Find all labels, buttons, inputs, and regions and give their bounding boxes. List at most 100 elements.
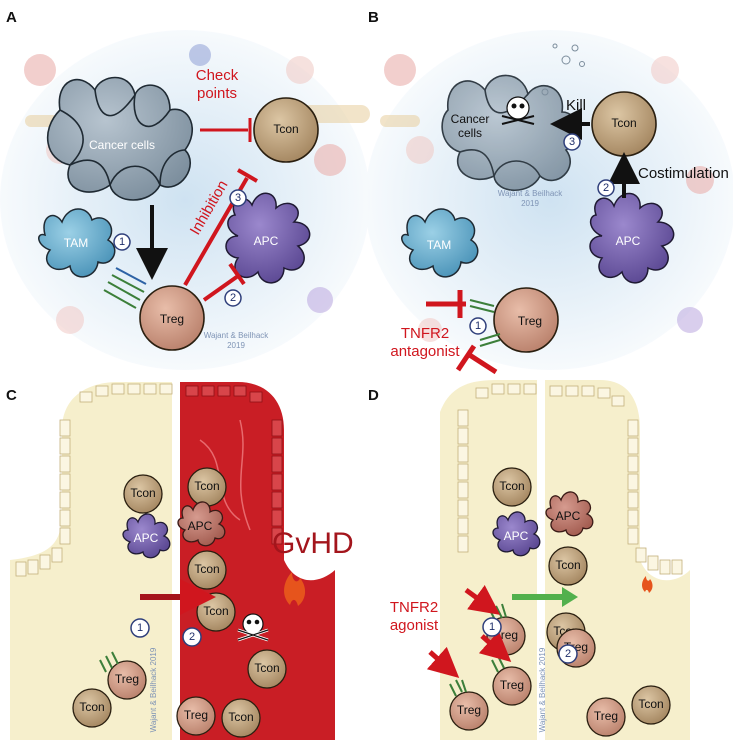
tcon-cell-c-5 — [247, 649, 287, 689]
step-1-c: 1 — [130, 618, 150, 638]
flame-icon-d — [642, 576, 653, 593]
tcon-label-d-4: Tcon — [638, 697, 663, 711]
step-2-d: 2 — [558, 644, 578, 664]
tcon-cell-d-2 — [548, 546, 588, 586]
panel-a-letter: A — [6, 9, 17, 26]
treg-cell-d-2 — [492, 666, 532, 706]
debris-bubbles-b — [541, 43, 585, 96]
tcon-cell-d-4 — [631, 685, 671, 725]
tnfr2-receptors-c — [99, 651, 119, 673]
apc-cell-a — [225, 192, 311, 284]
checkpoints-label-line2: points — [197, 85, 237, 102]
apc-label-d-left: APC — [504, 529, 529, 543]
epithelium-inflamed-c — [185, 385, 283, 545]
treg-cell-c-2 — [176, 696, 216, 736]
tcon-label-c-1: Tcon — [130, 486, 155, 500]
tcon-label-d-2: Tcon — [555, 558, 580, 572]
gvhd-label: GvHD — [272, 527, 354, 560]
tam-cell-b — [401, 208, 479, 278]
treg-label-c-2: Treg — [184, 708, 208, 722]
treg-cell-d-5 — [586, 697, 626, 737]
step-3-a: 3 — [229, 189, 247, 207]
treg-label-a: Treg — [160, 312, 184, 326]
step-3-b: 3 — [563, 133, 581, 151]
treg-label-b: Treg — [518, 314, 542, 328]
agonist-label-line1: TNFR2 — [390, 599, 438, 616]
svg-text:2: 2 — [603, 182, 609, 194]
apc-cell-d-left — [492, 511, 541, 557]
panel-b-letter: B — [368, 9, 379, 26]
treg-cell-a — [139, 285, 205, 351]
step-2-a: 2 — [224, 289, 242, 307]
step-1-b: 1 — [469, 317, 487, 335]
tcon-cell-c-6 — [72, 688, 112, 728]
panel-a: A Cancer cells Tcon TAM APC — [0, 9, 370, 370]
tam-label-a: TAM — [64, 236, 88, 250]
tcon-label-c-5: Tcon — [254, 661, 279, 675]
background-cells-b — [380, 54, 714, 342]
checkpoints-label-line1: Check — [196, 67, 239, 84]
epithelium-right-d — [549, 385, 683, 575]
agonist-arrow-lower — [426, 646, 460, 678]
agonist-arrow-middle — [478, 630, 512, 662]
tcon-label-c-3: Tcon — [194, 562, 219, 576]
tcon-cell-d-1 — [492, 467, 532, 507]
treg-to-apc-inhibition — [202, 262, 246, 302]
antagonist-blocker-upper — [426, 290, 466, 318]
panel-c-letter: C — [6, 387, 17, 404]
tcon-label-c-6: Tcon — [79, 700, 104, 714]
svg-text:3: 3 — [569, 136, 575, 148]
agonist-label-line2: agonist — [390, 617, 439, 634]
treg-label-d-5: Treg — [594, 709, 618, 723]
svg-text:2: 2 — [565, 648, 571, 660]
apc-label-b: APC — [616, 234, 641, 248]
agonist-arrow-upper — [464, 585, 501, 615]
dying-cancer-cells-b — [441, 74, 579, 191]
step-1-d: 1 — [482, 617, 502, 637]
panel-d-letter: D — [368, 387, 379, 404]
tnfr2-receptors-b — [469, 299, 501, 347]
epithelium-healthy-c — [15, 383, 173, 577]
svg-text:1: 1 — [489, 621, 495, 633]
panel-c: C Tcon — [6, 382, 354, 740]
tcon-label-d-1: Tcon — [499, 479, 524, 493]
tnf-tnfr2-interaction-a — [103, 267, 147, 309]
transfer-arrow-d-head — [562, 587, 578, 607]
antagonist-label-line2: antagonist — [390, 343, 460, 360]
svg-text:1: 1 — [119, 236, 125, 248]
apc-cell-d-right — [545, 491, 594, 537]
checkpoint-inhibition-arrow — [200, 118, 252, 142]
tam-cell-a — [38, 208, 116, 278]
tcon-label-c-4: Tcon — [203, 604, 228, 618]
apc-cell-b — [589, 192, 675, 284]
cancer-cells-label-b-line2: cells — [458, 126, 482, 140]
treg-label-d-3: Treg — [457, 703, 481, 717]
svg-text:1: 1 — [475, 320, 481, 332]
kill-label: Kill — [566, 97, 586, 114]
credit-b-line2: 2019 — [521, 199, 539, 208]
step-2-c: 2 — [182, 627, 202, 647]
tcon-label-c-2: Tcon — [194, 479, 219, 493]
treg-cell-d-3 — [449, 691, 489, 731]
cancer-cells-label-b-line1: Cancer — [451, 112, 490, 126]
tcon-label-c-7: Tcon — [228, 710, 253, 724]
apc-label-a: APC — [254, 234, 279, 248]
apc-cell-c-healthy — [122, 513, 171, 559]
svg-text:2: 2 — [230, 292, 236, 304]
costimulation-label: Costimulation — [638, 165, 729, 182]
antagonist-label-line1: TNFR2 — [401, 325, 449, 342]
skull-icon-b — [501, 96, 535, 125]
step-1-a: 1 — [113, 233, 131, 251]
apc-label-d-right: APC — [556, 509, 581, 523]
apc-label-c-healthy: APC — [134, 531, 159, 545]
credit-c: Wajant & Beilhack 2019 — [149, 647, 158, 732]
svg-text:1: 1 — [137, 622, 143, 634]
credit-b-line1: Wajant & Beilhack — [498, 189, 564, 198]
epithelium-left-d — [457, 383, 537, 553]
panel-b: B Cancer cells — [365, 9, 733, 375]
treg-cell-c-1 — [107, 660, 147, 700]
treg-cell-b — [493, 287, 559, 353]
treg-label-c-1: Treg — [115, 672, 139, 686]
svg-text:3: 3 — [235, 192, 241, 204]
credit-a-line1: Wajant & Beilhack — [204, 331, 270, 340]
